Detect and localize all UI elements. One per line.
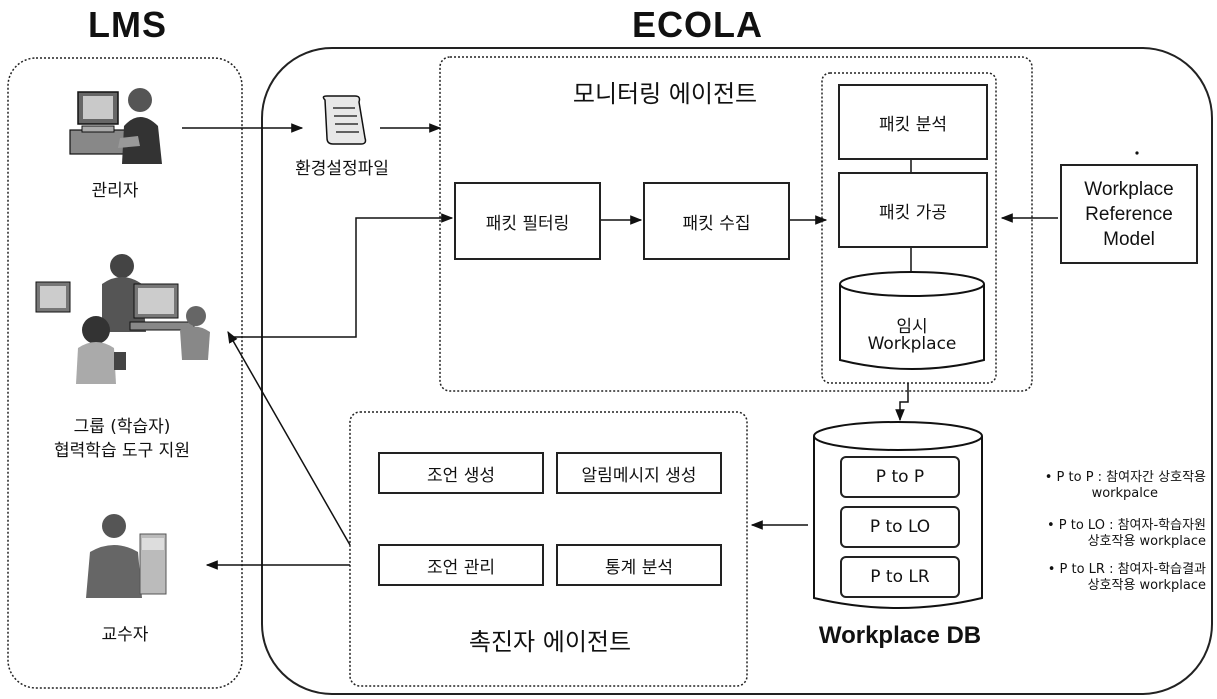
note-p-to-p-line2: workpalce <box>1091 486 1158 501</box>
packet-process-box: 패킷 가공 <box>838 172 988 248</box>
statistics-analysis-box: 통계 분석 <box>556 544 722 586</box>
lms-frame <box>7 57 243 689</box>
reference-model-box: Workplace Reference Model <box>1060 164 1198 264</box>
ecola-frame <box>261 47 1213 695</box>
db-item-p-to-lr: P to LR <box>840 556 960 598</box>
packet-filter-box: 패킷 필터링 <box>454 182 601 260</box>
group-label-line1: 그룹 (학습자) <box>73 417 171 437</box>
note-p-to-lo-line1: • P to LO : 참여자-학습자원 <box>1046 518 1206 533</box>
advice-generation-box: 조언 생성 <box>378 452 544 494</box>
temp-workplace-label-line2: Workplace <box>867 334 957 354</box>
workplace-db-cylinder: P to P P to LO P to LR <box>812 420 984 616</box>
note-p-to-lr-line2: 상호작용 workplace <box>1087 578 1206 593</box>
admin-label: 관리자 <box>91 181 139 201</box>
group-label-line2: 협력학습 도구 지원 <box>54 441 190 461</box>
workplace-db-label: Workplace DB <box>818 622 982 649</box>
teacher-icon <box>70 508 180 600</box>
temp-workplace-cylinder: 임시 Workplace <box>838 270 986 374</box>
teacher-label: 교수자 <box>101 625 149 645</box>
facilitator-agent-title: 촉진자 에이전트 <box>468 628 632 656</box>
temp-workplace-label-line1: 임시 <box>896 317 928 337</box>
reference-model-line3: Model <box>1103 228 1155 250</box>
db-item-p-to-p: P to P <box>840 456 960 498</box>
ecola-title: ECOLA <box>632 4 763 45</box>
packet-analysis-box: 패킷 분석 <box>838 84 988 160</box>
note-p-to-lo-line2: 상호작용 workplace <box>1087 534 1206 549</box>
note-p-to-lr: • P to LR : 참여자-학습결과 상호작용 workplace <box>990 562 1206 594</box>
config-file-scroll-icon <box>315 92 371 148</box>
lms-title: LMS <box>88 4 167 45</box>
config-file-label: 환경설정파일 <box>295 159 389 179</box>
monitoring-agent-title: 모니터링 에이전트 <box>572 80 758 108</box>
packet-column-frame <box>821 72 997 384</box>
reference-model-line1: Workplace <box>1084 178 1174 200</box>
advice-management-box: 조언 관리 <box>378 544 544 586</box>
monitoring-frame <box>439 56 1033 392</box>
facilitator-frame <box>349 411 748 687</box>
note-p-to-lo: • P to LO : 참여자-학습자원 상호작용 workplace <box>990 518 1206 550</box>
packet-collect-box: 패킷 수집 <box>643 182 790 260</box>
note-p-to-p: • P to P : 참여자간 상호작용 workpalce <box>990 470 1206 502</box>
note-p-to-lr-line1: • P to LR : 참여자-학습결과 <box>1047 562 1206 577</box>
note-p-to-p-line1: • P to P : 참여자간 상호작용 <box>1044 470 1206 485</box>
alert-message-generation-box: 알림메시지 생성 <box>556 452 722 494</box>
learner-group-icon <box>30 248 215 388</box>
admin-computer-icon <box>60 78 170 170</box>
reference-model-line2: Reference <box>1085 203 1173 225</box>
db-item-p-to-lo: P to LO <box>840 506 960 548</box>
